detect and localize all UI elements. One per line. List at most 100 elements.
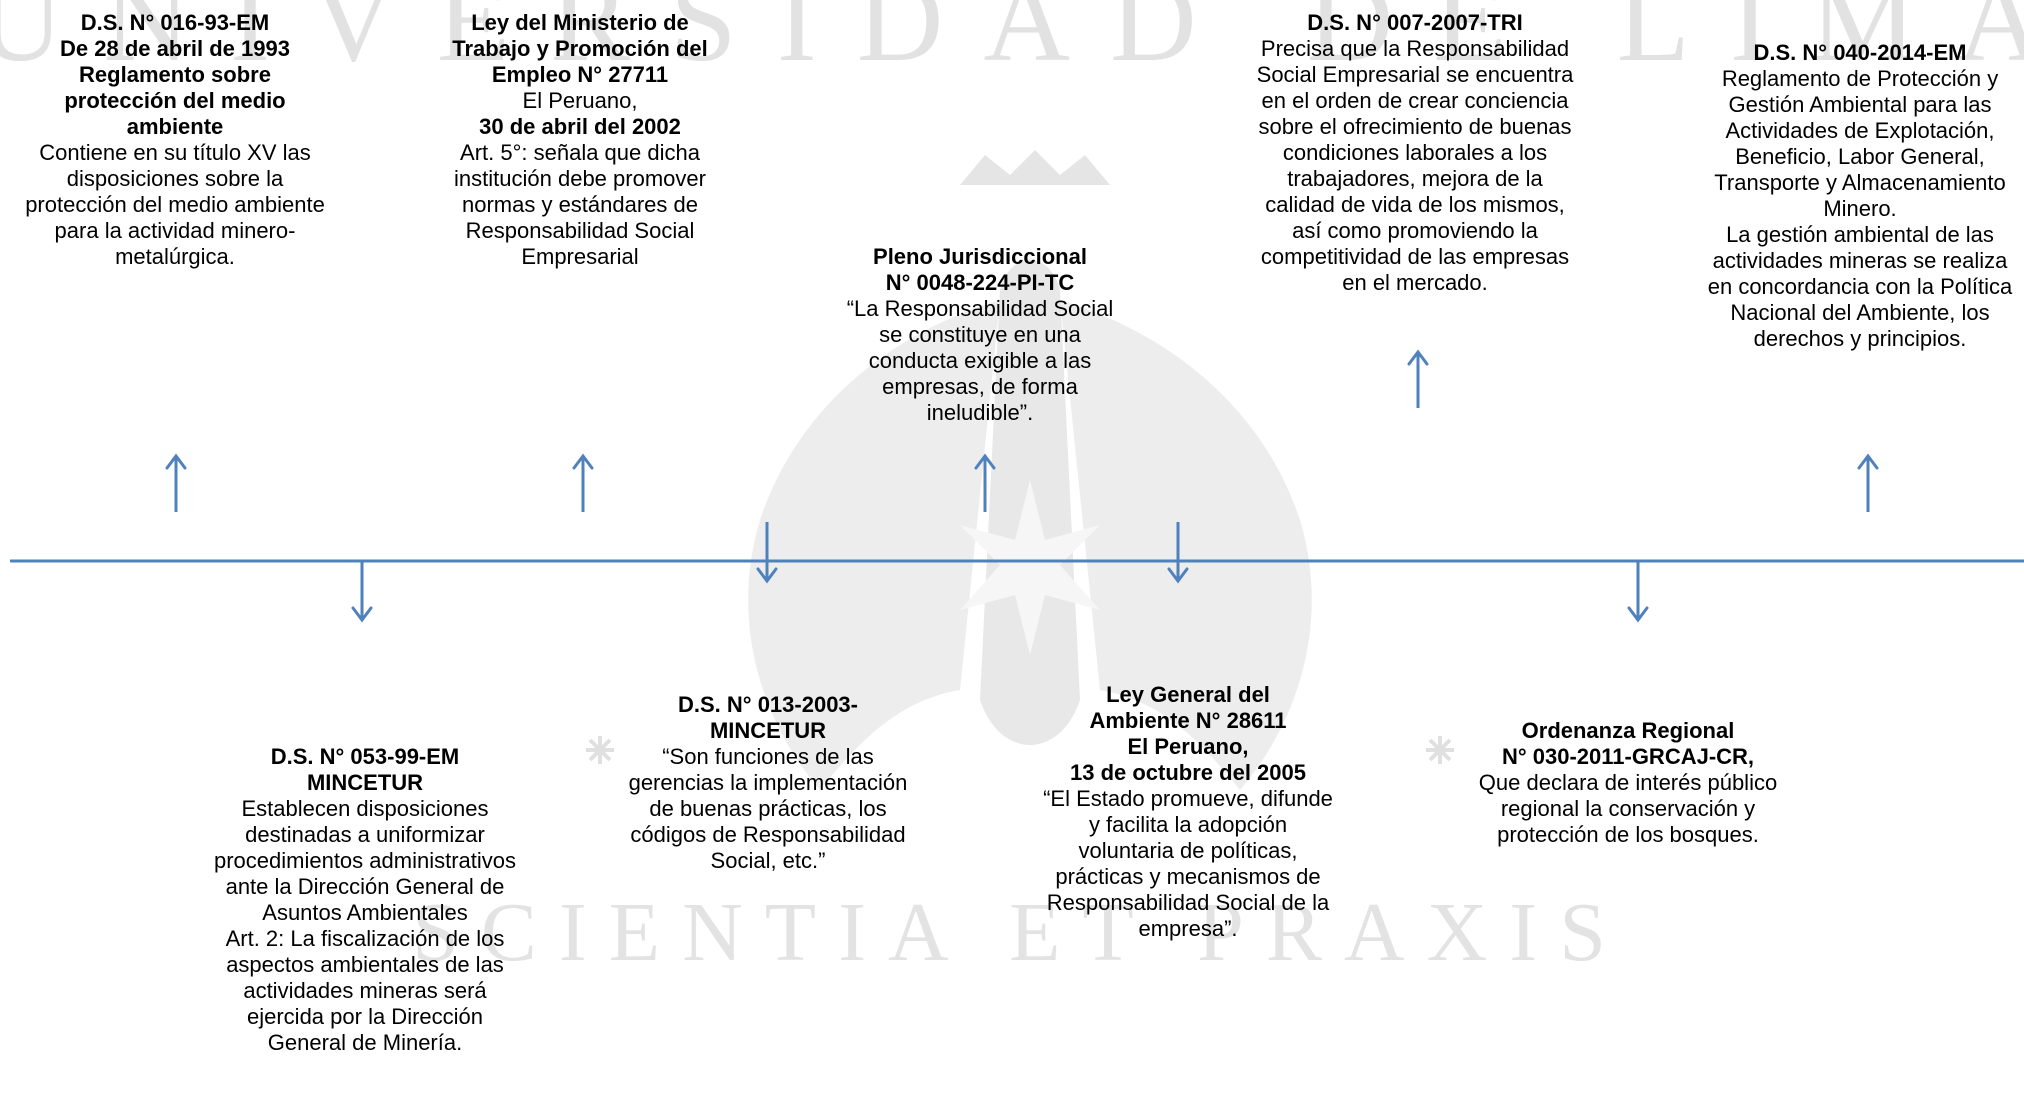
event-body-line: Empresarial xyxy=(521,244,639,269)
event-body-line: Art. 5°: señala que dicha xyxy=(460,140,700,165)
asterisk-right-icon xyxy=(1426,736,1454,764)
event-body-line: Contiene en su título XV las xyxy=(39,140,311,165)
arrow-down-head xyxy=(1167,567,1189,584)
event-body-line: competitividad de las empresas xyxy=(1260,244,1570,269)
event-body-line: ejercida por la Dirección xyxy=(247,1004,483,1029)
event-body-line: Precisa que la Responsabilidad xyxy=(1260,36,1570,61)
event-body-line: códigos de Responsabilidad xyxy=(630,822,906,847)
event-body-line: así como promoviendo la xyxy=(1292,218,1538,243)
arrow-up-head xyxy=(572,453,594,470)
event-heading-line: El Peruano, xyxy=(1127,734,1249,759)
event-heading-line: D.S. N° 040-2014-EM xyxy=(1753,40,1967,65)
event-body-line: trabajadores, mejora de la xyxy=(1287,166,1543,191)
event-body-line: de buenas prácticas, los xyxy=(649,796,887,821)
event-heading-line: D.S. N° 053-99-EM xyxy=(270,744,460,769)
event-heading-line: protección del medio xyxy=(64,88,286,113)
event-body-line: Social, etc.” xyxy=(710,848,826,873)
event-body-line: “La Responsabilidad Social xyxy=(846,296,1114,321)
event-heading-line: Pleno Jurisdiccional xyxy=(873,244,1087,269)
event-heading-line: D.S. N° 013-2003- xyxy=(678,692,858,717)
event-body-line: Minero. xyxy=(1823,196,1897,221)
crown-icon xyxy=(960,150,1110,185)
eagle-right-wing-shape xyxy=(1060,300,1312,790)
event-heading-line: Ordenanza Regional xyxy=(1521,718,1735,743)
event-body-line: normas y estándares de xyxy=(461,192,699,217)
watermark-title: UNIVERSIDAD DE LIMA xyxy=(0,0,2024,86)
event-body-line: en el orden de crear conciencia xyxy=(1261,88,1569,113)
event-body-line: actividades mineras se realiza xyxy=(1712,248,2008,273)
event-body-line: Beneficio, Labor General, xyxy=(1735,144,1985,169)
asterisk-left-icon xyxy=(586,736,614,764)
event-body-line: prácticas y mecanismos de xyxy=(1055,864,1321,889)
event-body-line: “Son funciones de las xyxy=(662,744,874,769)
event-body-line: en concordancia con la Política xyxy=(1707,274,2013,299)
event-body-line: en el mercado. xyxy=(1342,270,1488,295)
event-body-line: calidad de vida de los mismos, xyxy=(1265,192,1565,217)
arrow-up-head xyxy=(974,453,996,470)
event-heading-line: D.S. N° 007-2007-TRI xyxy=(1307,10,1523,35)
event-body-line: empresas, de forma xyxy=(882,374,1078,399)
event-body-line: Actividades de Explotación, xyxy=(1725,118,1995,143)
event-ds-013-2003-mincetur: D.S. N° 013-2003-MINCETUR“Son funciones … xyxy=(618,692,918,874)
event-heading-line: 30 de abril del 2002 xyxy=(479,114,681,139)
arrow-down-head xyxy=(756,567,778,584)
event-body-line: La gestión ambiental de las xyxy=(1726,222,1994,247)
event-body-line: ineludible”. xyxy=(926,400,1034,425)
event-body-line: para la actividad minero- xyxy=(54,218,296,243)
arrow-up-head xyxy=(165,453,187,470)
event-heading-line: Ley General del xyxy=(1106,682,1270,707)
event-body-line: ante la Dirección General de xyxy=(225,874,505,899)
event-body-line: Responsabilidad Social xyxy=(465,218,695,243)
event-body-line: Establecen disposiciones xyxy=(241,796,489,821)
arrow-up-head xyxy=(1407,349,1429,366)
event-body-line: Transporte y Almacenamiento xyxy=(1714,170,2006,195)
star-icon xyxy=(960,480,1100,655)
event-body-line: procedimientos administrativos xyxy=(213,848,517,873)
event-body-line: destinadas a uniformizar xyxy=(245,822,485,847)
event-body-line: Asuntos Ambientales xyxy=(262,900,468,925)
event-body-line: derechos y principios. xyxy=(1753,326,1967,351)
event-body-line: Art. 2: La fiscalización de los xyxy=(225,926,505,951)
arrow-down-head xyxy=(1627,606,1649,623)
event-body-line: disposiciones sobre la xyxy=(66,166,284,191)
event-body-line: voluntaria de políticas, xyxy=(1078,838,1298,863)
event-heading-line: Ambiente N° 28611 xyxy=(1089,708,1287,733)
event-heading-line: ambiente xyxy=(126,114,224,139)
event-body-line: gerencias la implementación xyxy=(628,770,908,795)
event-body-line: protección de los bosques. xyxy=(1497,822,1759,847)
event-body-line: Que declara de interés público xyxy=(1478,770,1778,795)
event-body-line: “El Estado promueve, difunde xyxy=(1043,786,1333,811)
event-body-line: conducta exigible a las xyxy=(868,348,1092,373)
event-body-line: condiciones laborales a los xyxy=(1282,140,1548,165)
event-body-line: protección del medio ambiente xyxy=(25,192,325,217)
event-body-line: General de Minería. xyxy=(267,1030,463,1055)
event-heading-line: N° 030-2011-GRCAJ-CR, xyxy=(1501,744,1755,769)
event-heading-line: Reglamento sobre xyxy=(79,62,271,87)
event-body-line: Nacional del Ambiente, los xyxy=(1730,300,1990,325)
event-heading-line: N° 0048-224-PI-TC xyxy=(885,270,1075,295)
event-body-line: se constituye en una xyxy=(879,322,1081,347)
arrow-up-head xyxy=(1857,453,1879,470)
event-heading-line: MINCETUR xyxy=(709,718,827,743)
watermark-motto: SCIENTIA ET PRAXIS xyxy=(412,886,1628,979)
event-body-line: Social Empresarial se encuentra xyxy=(1256,62,1574,87)
event-body-line: regional la conservación y xyxy=(1500,796,1756,821)
event-heading-line: Empleo N° 27711 xyxy=(491,62,669,87)
event-body-line: Responsabilidad Social de la xyxy=(1046,890,1330,915)
event-heading-line: Ley del Ministerio de xyxy=(471,10,689,35)
eagle-left-wing-shape xyxy=(748,300,1000,790)
event-body-line: institución debe promover xyxy=(454,166,706,191)
event-body-line: Reglamento de Protección y xyxy=(1721,66,1999,91)
event-heading-line: De 28 de abril de 1993 xyxy=(60,36,290,61)
event-body-line: Gestión Ambiental para las xyxy=(1728,92,1992,117)
event-body-line: empresa”. xyxy=(1138,916,1238,941)
event-body-line: metalúrgica. xyxy=(115,244,235,269)
